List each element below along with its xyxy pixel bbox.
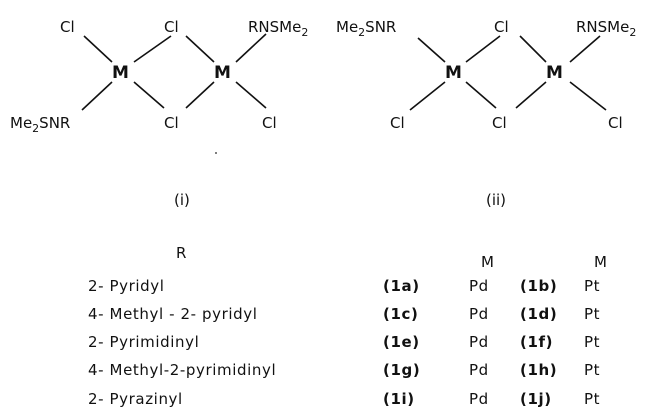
ligand-label: Cl [608, 114, 623, 132]
ligand-label: RNSMe2 [576, 18, 636, 39]
header-r: R [176, 244, 186, 262]
compound-code: (1c) [383, 305, 418, 323]
speck [215, 152, 217, 154]
ligand-label: RNSMe2 [248, 18, 308, 39]
metal-value: Pd [469, 277, 489, 295]
compound-code: (1a) [383, 277, 420, 295]
metal-value: Pd [469, 305, 489, 323]
table-row: 2- Pyrazinyl (1i) Pd (1j) Pt [88, 390, 600, 408]
bond [133, 35, 172, 63]
ligand-label: Me2SNR [10, 114, 70, 135]
ligand-label: Cl [262, 114, 277, 132]
ligand-label: Cl [390, 114, 405, 132]
bond [519, 35, 547, 63]
metal-value: Pt [584, 333, 600, 351]
compound-code: (1b) [520, 277, 557, 295]
metal-value: Pt [584, 277, 600, 295]
compound-code: (1i) [383, 390, 415, 408]
metal-value: Pt [584, 305, 600, 323]
compound-code: (1e) [383, 333, 420, 351]
structure-ii: Me2SNR Cl RNSMe2 M M Cl Cl Cl [336, 18, 636, 132]
bond [81, 81, 113, 111]
bond [465, 35, 501, 63]
metal-label: M [546, 63, 563, 83]
compound-code: (1f) [520, 333, 553, 351]
ligand-label: Cl [494, 18, 509, 36]
table-row: 2- Pyrimidinyl (1e) Pd (1f) Pt [88, 333, 600, 351]
compound-code: (1d) [520, 305, 557, 323]
table-row: 2- Pyridyl (1a) Pd (1b) Pt [88, 277, 600, 295]
substituent-name: 4- Methyl - 2- pyridyl [88, 305, 258, 323]
ligand-label: Cl [60, 18, 75, 36]
ligand-label: Cl [492, 114, 507, 132]
bond [235, 33, 267, 63]
metal-label: M [445, 63, 462, 83]
bond [409, 81, 446, 111]
bond [465, 81, 497, 109]
bond [569, 35, 601, 63]
ligand-label: Cl [164, 18, 179, 36]
metal-value: Pd [469, 333, 489, 351]
compound-code: (1h) [520, 361, 557, 379]
metal-value: Pt [584, 361, 600, 379]
table-row: 4- Methyl-2-pyrimidinyl (1g) Pd (1h) Pt [88, 361, 600, 379]
compound-code: (1g) [383, 361, 420, 379]
metal-label: M [112, 63, 129, 83]
structure-i: Cl Cl RNSMe2 M M Me2SNR Cl Cl [10, 18, 308, 135]
caption-i: (i) [174, 191, 190, 209]
bond [133, 81, 165, 109]
bond [83, 35, 113, 63]
ligand-label: Me2SNR [336, 18, 396, 39]
table-row: 4- Methyl - 2- pyridyl (1c) Pd (1d) Pt [88, 305, 600, 323]
metal-value: Pd [469, 361, 489, 379]
metal-value: Pd [469, 390, 489, 408]
bond [417, 37, 446, 63]
bond [569, 81, 607, 111]
compound-code: (1j) [520, 390, 552, 408]
metal-label: M [214, 63, 231, 83]
bond [185, 81, 215, 109]
substituent-name: 2- Pyrazinyl [88, 390, 183, 408]
header-m: M [481, 253, 494, 271]
bond [235, 81, 267, 109]
header-m: M [594, 253, 607, 271]
caption-ii: (ii) [486, 191, 506, 209]
substituent-name: 2- Pyridyl [88, 277, 165, 295]
bond [515, 81, 547, 109]
substituent-name: 4- Methyl-2-pyrimidinyl [88, 361, 276, 379]
substituent-name: 2- Pyrimidinyl [88, 333, 199, 351]
bond [185, 35, 215, 63]
metal-value: Pt [584, 390, 600, 408]
ligand-label: Cl [164, 114, 179, 132]
